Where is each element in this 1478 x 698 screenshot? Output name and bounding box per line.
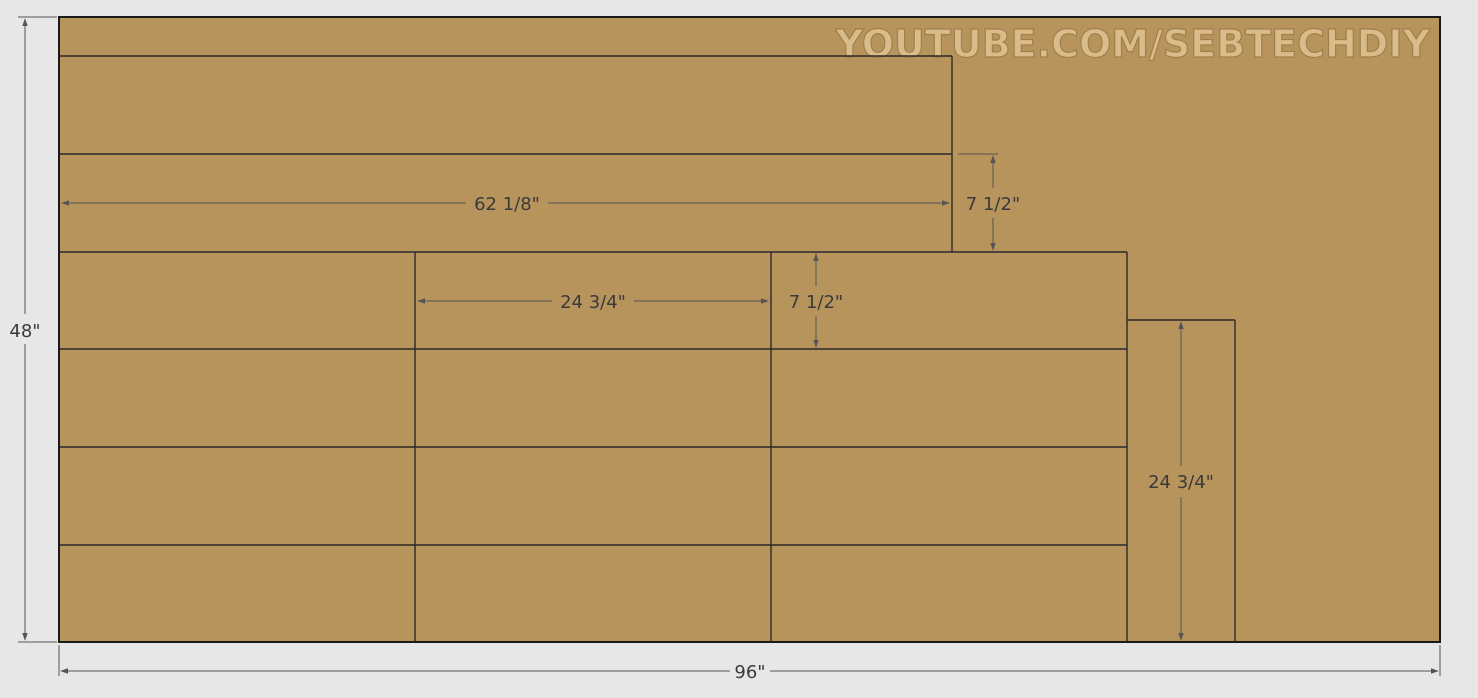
dim-short-piece-width: 7 1/2" bbox=[789, 253, 843, 348]
dim-long-strip-width: 7 1/2" bbox=[958, 153, 1020, 251]
dim-label-short-piece-length: 24 3/4" bbox=[560, 292, 626, 313]
watermark-text: YOUTUBE.COM/SEBTECHDIY bbox=[835, 22, 1431, 66]
dim-label-sheet-width: 96" bbox=[734, 662, 765, 683]
plywood-sheet bbox=[58, 16, 1441, 643]
dim-sheet-height: 48" bbox=[9, 16, 57, 643]
dim-sheet-width: 96" bbox=[58, 645, 1441, 683]
dim-offcut-height: 24 3/4" bbox=[1148, 321, 1214, 641]
dim-label-long-strip-length: 62 1/8" bbox=[474, 194, 540, 215]
offcut-piece bbox=[1127, 319, 1236, 642]
short-pieces-grid bbox=[59, 251, 1128, 642]
dim-label-offcut-height: 24 3/4" bbox=[1148, 472, 1214, 493]
dim-label-sheet-height: 48" bbox=[9, 321, 40, 342]
dim-label-short-piece-width: 7 1/2" bbox=[789, 292, 843, 313]
long-strips bbox=[59, 55, 953, 252]
dim-long-strip-length: 62 1/8" bbox=[61, 194, 950, 215]
dim-short-piece-length: 24 3/4" bbox=[417, 292, 769, 313]
dim-label-long-strip-width: 7 1/2" bbox=[966, 194, 1020, 215]
